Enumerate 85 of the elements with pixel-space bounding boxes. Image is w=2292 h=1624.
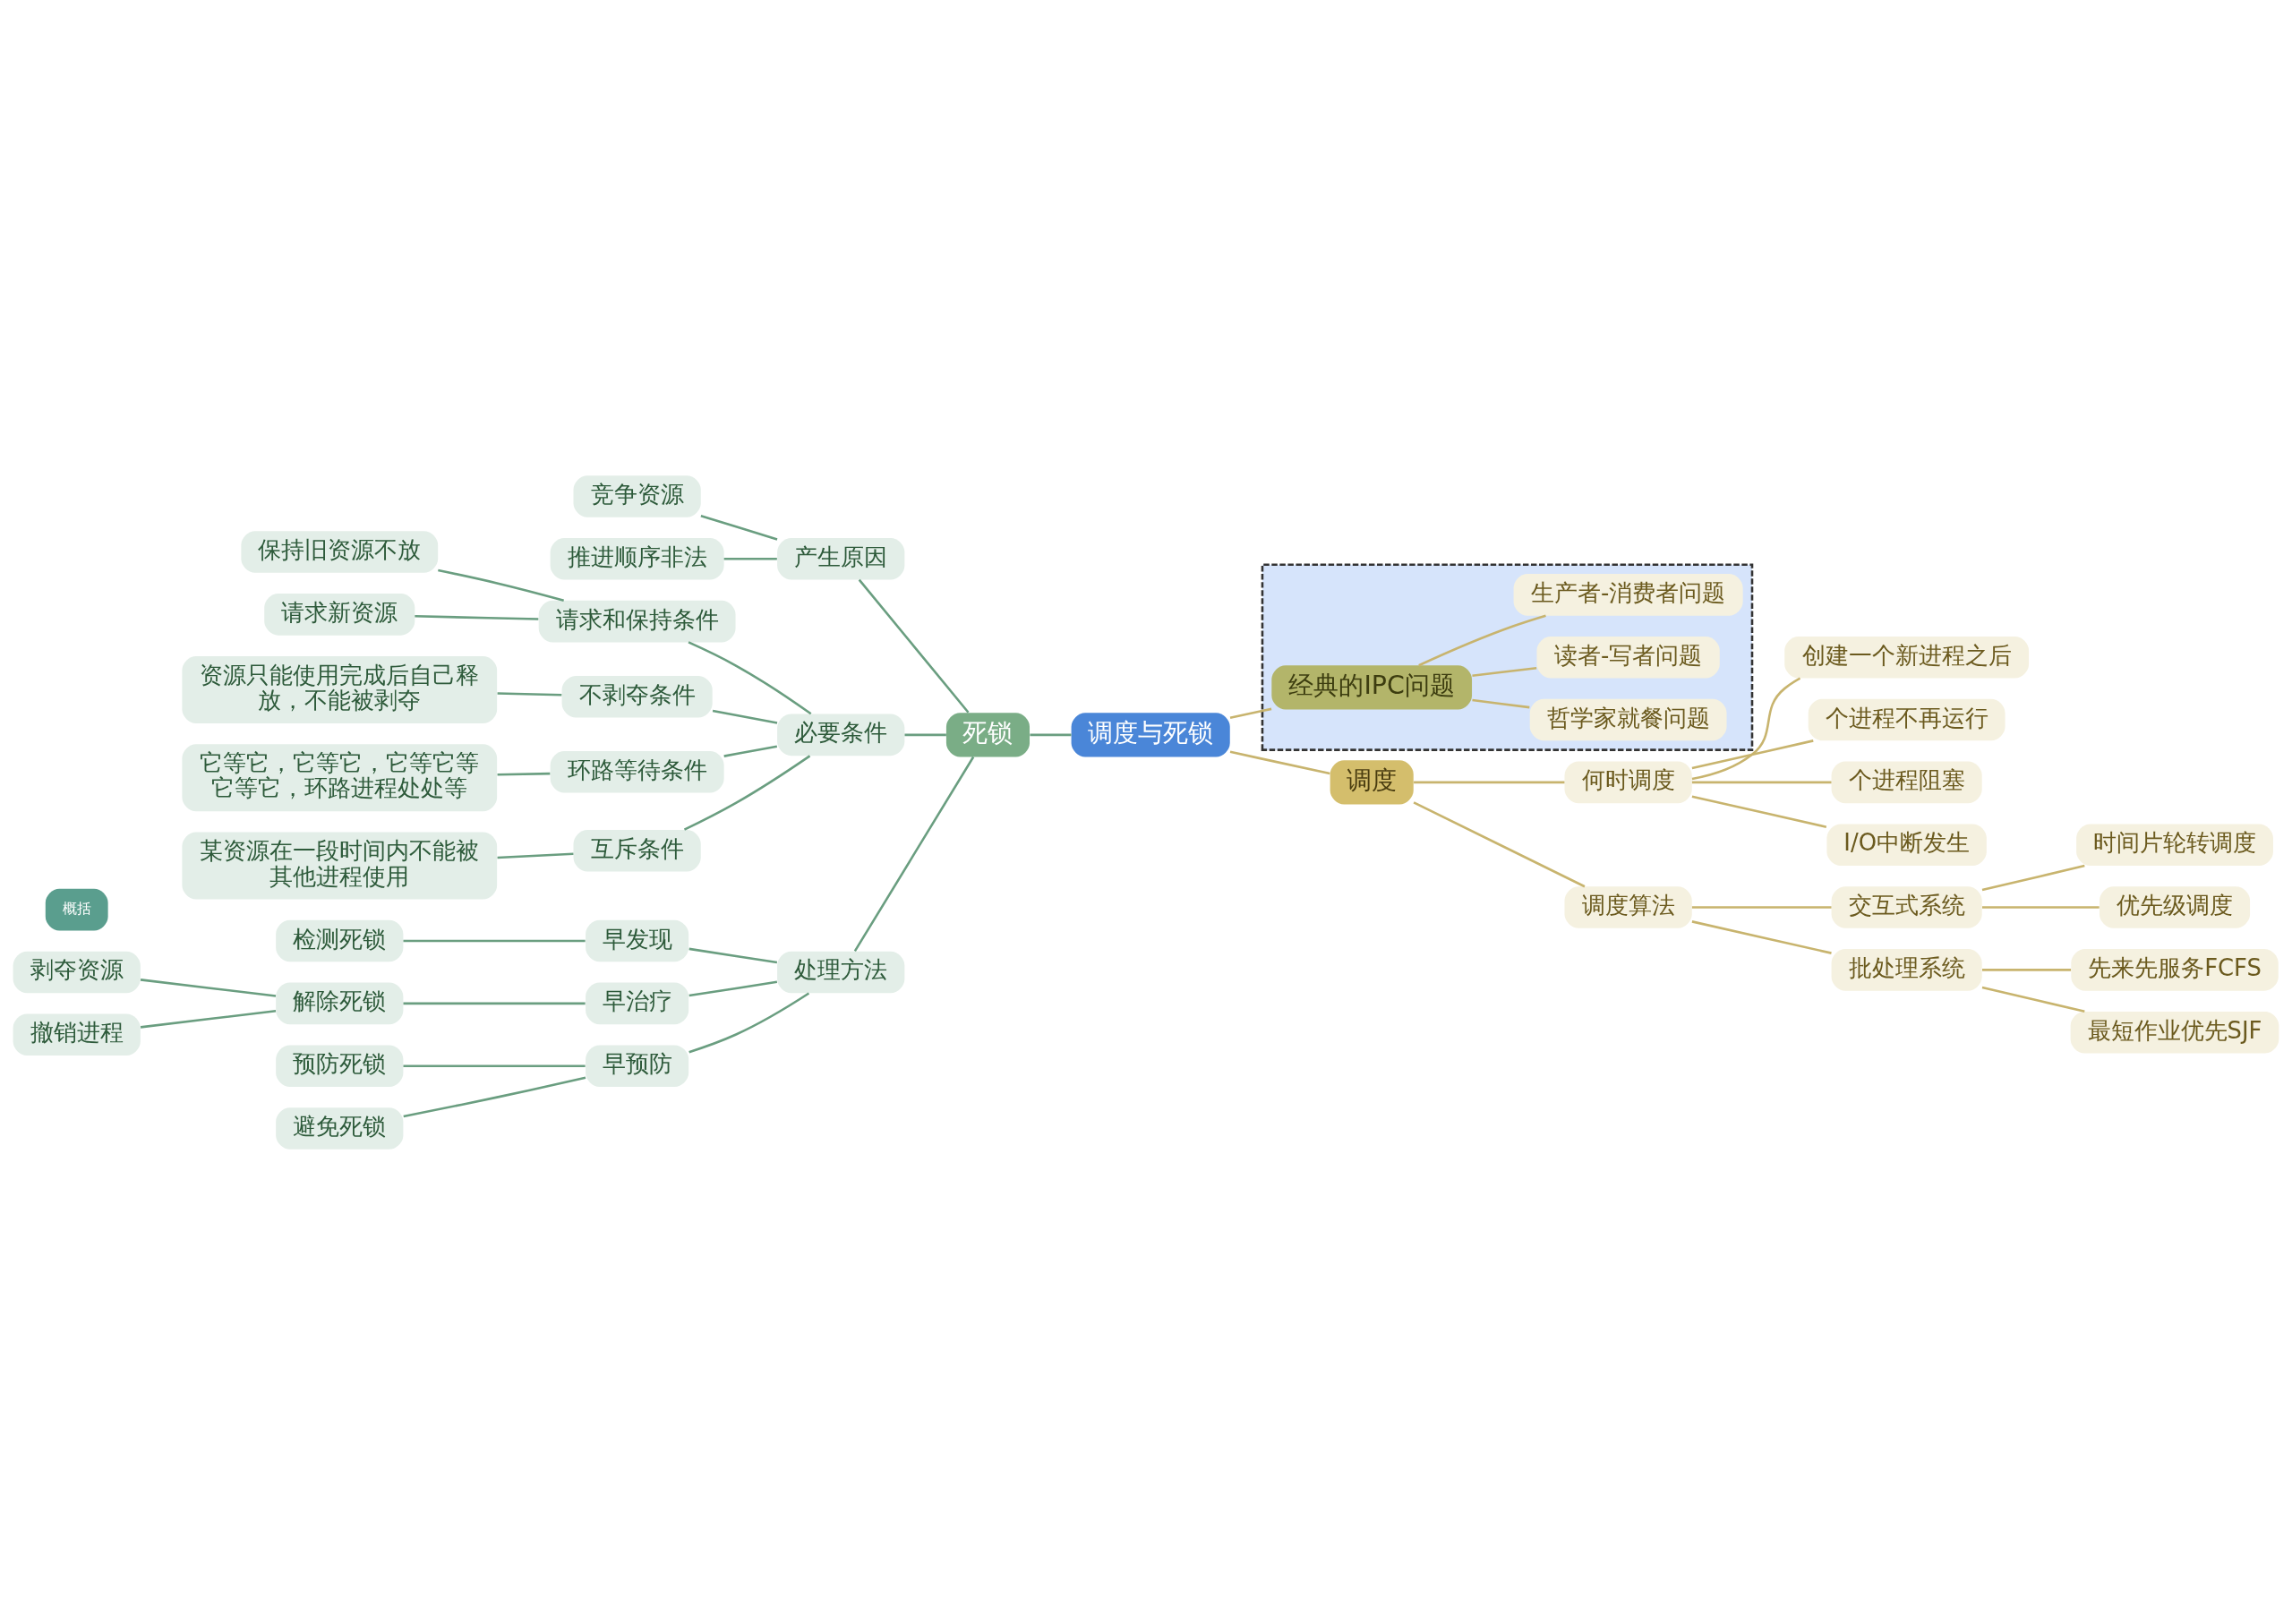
connector	[140, 978, 277, 997]
node-box: 保持旧资源不放	[241, 530, 439, 573]
node-box: 避免死锁	[276, 1107, 404, 1150]
connector	[1982, 905, 2100, 909]
node-box: 处理方法	[777, 951, 905, 993]
node-box: 早治疗	[586, 982, 689, 1024]
connector	[1691, 781, 1832, 783]
node-box: 批处理系统	[1831, 948, 1982, 991]
connector	[683, 754, 811, 831]
connector	[438, 568, 564, 602]
node-box: 先来先服务FCFS	[2071, 948, 2279, 991]
node-box: 推进顺序非法	[550, 537, 724, 580]
node-box: 产生原因	[777, 537, 905, 580]
node-box: 资源只能使用完成后自己释放，不能被剥夺	[182, 655, 498, 723]
connector	[723, 557, 777, 560]
node-box: 调度算法	[1564, 885, 1692, 928]
node-box: 解除死锁	[276, 982, 404, 1024]
connector	[1472, 666, 1537, 677]
node-box: 剥夺资源	[13, 951, 141, 993]
connector	[1030, 733, 1072, 736]
connector	[1418, 613, 1546, 666]
connector	[723, 744, 778, 757]
connector	[1982, 968, 2072, 971]
connector	[403, 1075, 586, 1117]
connector	[688, 980, 778, 996]
connector	[1414, 781, 1565, 783]
node-box: I/O中断发生	[1826, 823, 1987, 866]
connector	[688, 991, 810, 1053]
node-box: 死锁	[945, 712, 1031, 756]
node-box: 竞争资源	[573, 474, 701, 517]
node-box: 它等它，它等它，它等它等它等它，环路进程处处等	[182, 743, 498, 811]
connector	[1981, 986, 2085, 1013]
connector	[403, 1064, 586, 1067]
cluster	[1261, 562, 1754, 751]
connector	[1691, 919, 1832, 954]
node-box: 检测死锁	[276, 919, 404, 962]
node-box: 早发现	[586, 919, 689, 962]
node-box: 生产者-消费者问题	[1513, 573, 1743, 616]
node-box: 何时调度	[1564, 761, 1692, 803]
node-box: 互斥条件	[573, 829, 701, 871]
node-box: 请求和保持条件	[538, 600, 736, 642]
connector	[700, 514, 778, 541]
node-box: 交互式系统	[1831, 885, 1982, 928]
node-box: 哲学家就餐问题	[1529, 698, 1727, 740]
connector	[403, 939, 586, 942]
node-box: 环路等待条件	[550, 750, 724, 792]
connector	[1413, 800, 1586, 887]
connector	[403, 1002, 586, 1004]
node-box: 调度与死锁	[1071, 712, 1230, 756]
node-box: 经典的IPC问题	[1271, 664, 1473, 709]
node-box: 不剥夺条件	[561, 675, 713, 717]
connector	[1981, 864, 2085, 891]
connector	[1691, 905, 1832, 909]
node-box: 读者-写者问题	[1536, 636, 1720, 678]
node-box: 最短作业优先SJF	[2070, 1011, 2279, 1053]
connector	[712, 709, 778, 724]
node-box: 必要条件	[777, 714, 905, 756]
node-box: 个进程不再运行	[1808, 698, 2006, 740]
connector	[853, 756, 975, 952]
node-box: 撤销进程	[13, 1013, 141, 1056]
node-box: 预防死锁	[276, 1044, 404, 1087]
connector	[1691, 676, 1801, 780]
connector	[904, 733, 946, 736]
connector	[1229, 750, 1330, 774]
connector	[497, 851, 574, 859]
connector	[1229, 707, 1272, 719]
connector	[415, 614, 539, 620]
connector	[1472, 698, 1530, 708]
connector	[497, 772, 551, 776]
node-box: 早预防	[586, 1044, 689, 1087]
connector	[140, 1009, 277, 1029]
node-box: 调度	[1330, 759, 1414, 804]
node-box: 概括	[45, 888, 108, 930]
connector	[688, 640, 812, 714]
node-box: 时间片轮转调度	[2076, 823, 2273, 866]
connector	[1691, 739, 1814, 769]
connector	[688, 947, 778, 963]
node-box: 个进程阻塞	[1831, 761, 1982, 803]
connector	[858, 578, 970, 714]
connector	[1691, 794, 1827, 828]
node-box: 请求新资源	[264, 593, 415, 636]
node-box: 创建一个新进程之后	[1784, 636, 2030, 678]
connector	[497, 691, 562, 697]
node-box: 某资源在一段时间内不能被其他进程使用	[182, 832, 498, 899]
node-box: 优先级调度	[2099, 885, 2251, 928]
